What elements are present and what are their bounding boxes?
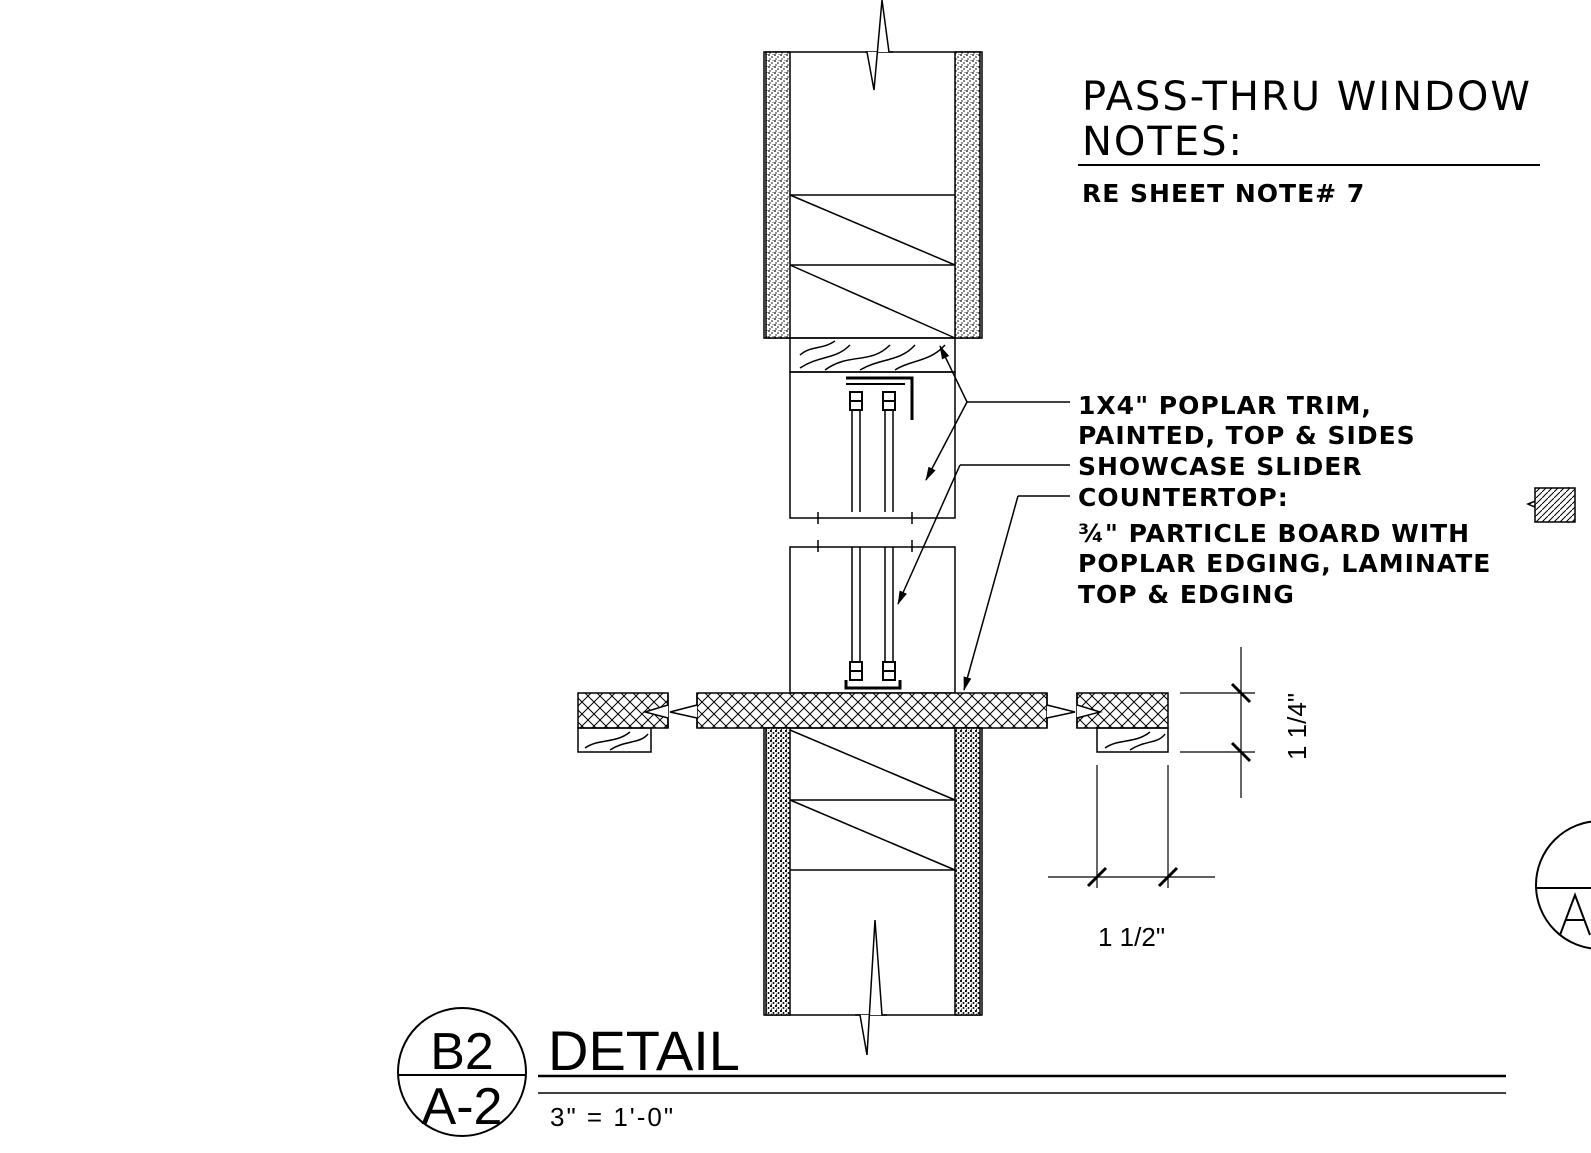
slider-leader [897, 464, 1070, 605]
countertop-right-edge [1076, 692, 1169, 753]
notes-title-line1: PASS-THRU WINDOW [1082, 74, 1532, 120]
callout-countertop-line1: ¾" PARTICLE BOARD WITH [1078, 519, 1470, 548]
countertop-left-edge [577, 692, 669, 753]
lower-wall-section [763, 727, 983, 1056]
window-opening-lower [789, 540, 956, 694]
thickness-dimension [1180, 647, 1255, 798]
thickness-dimension-label: 1 1/4" [1282, 693, 1312, 760]
notes-reference: RE SHEET NOTE# 7 [1082, 179, 1365, 208]
head-trim [789, 337, 956, 373]
width-dimension-label: 1 1/2" [1098, 922, 1165, 952]
detail-title: DETAIL [548, 1019, 740, 1082]
adjacent-detail-bubble [1535, 820, 1591, 950]
callout-trim-line2: PAINTED, TOP & SIDES [1078, 421, 1416, 450]
countertop [669, 692, 1076, 729]
callout-countertop-line2: POPLAR EDGING, LAMINATE [1078, 549, 1491, 578]
callout-slider: SHOWCASE SLIDER [1078, 452, 1363, 481]
showcase-slider [844, 376, 914, 690]
detail-bubble [397, 1007, 527, 1137]
callout-trim-line1: 1X4" POPLAR TRIM, [1078, 391, 1372, 420]
width-dimension [1048, 765, 1215, 888]
countertop-leader [963, 495, 1070, 691]
adjacent-section-marker [1526, 486, 1576, 524]
upper-wall-section [763, 0, 983, 339]
trim-leader [925, 345, 1070, 481]
callout-countertop-label: COUNTERTOP: [1078, 483, 1289, 512]
detail-scale: 3" = 1'-0" [550, 1102, 675, 1132]
notes-title-line2: NOTES: [1082, 119, 1244, 165]
window-opening-upper [789, 371, 956, 524]
detail-bubble-number: B2 [430, 1023, 494, 1081]
detail-bubble-sheet: A-2 [422, 1078, 503, 1136]
callout-countertop-line3: TOP & EDGING [1078, 580, 1295, 609]
